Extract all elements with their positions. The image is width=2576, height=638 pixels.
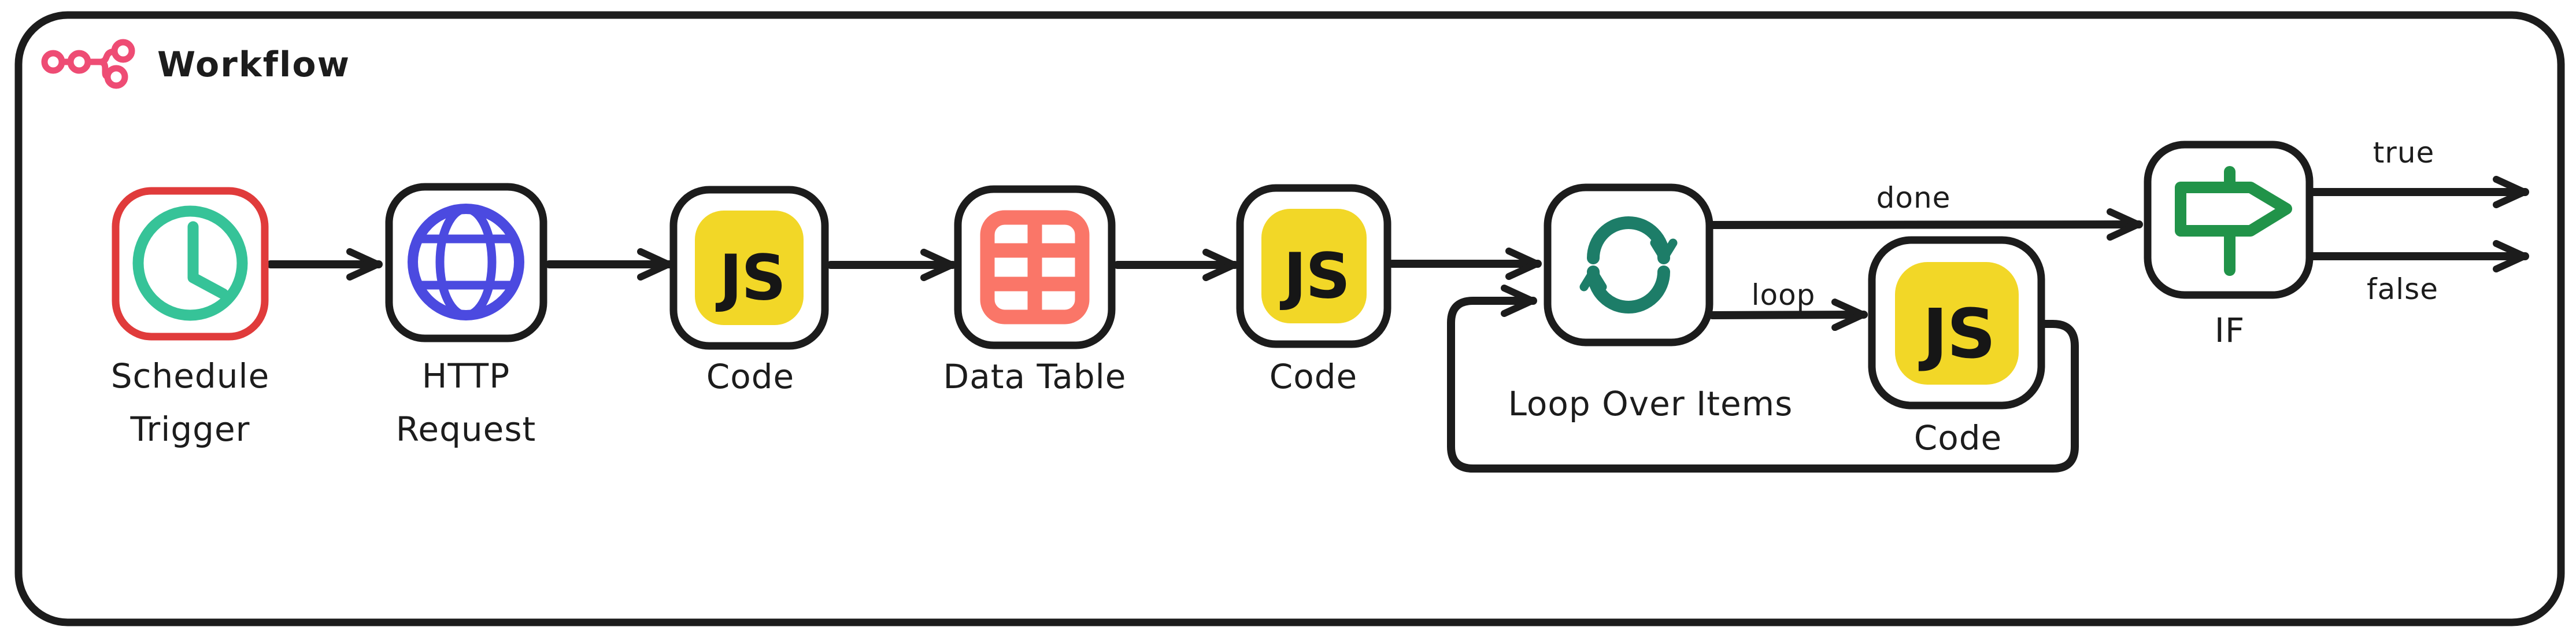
frame-border — [14, 11, 2565, 626]
http-label-line2: Request — [396, 410, 536, 449]
code3-label: Code — [1914, 418, 2002, 458]
http-label-line1: HTTP — [422, 356, 510, 396]
edge-label-loop: loop — [1752, 278, 1816, 312]
if-label: IF — [2215, 311, 2245, 350]
edge-label-true: true — [2373, 136, 2435, 169]
code1-label: Code — [706, 357, 794, 396]
loop-label: Loop Over Items — [1508, 384, 1793, 423]
workflow-title: Workflow — [157, 45, 350, 85]
schedule-label-line2: Trigger — [129, 410, 250, 449]
node-code-1: JS Code — [669, 186, 829, 396]
clock-icon — [132, 205, 248, 321]
js-badge-text: JS — [715, 242, 785, 315]
n8n-logo-icon — [41, 39, 135, 89]
node-code-3: JS Code — [1868, 236, 2045, 458]
edge-label-false: false — [2367, 272, 2438, 306]
edge-code3-loopback — [1447, 285, 2079, 473]
table-icon — [980, 210, 1090, 324]
js-icon: JS — [1895, 262, 2019, 385]
node-code-2: JS Code — [1236, 184, 1391, 396]
node-if: IF — [2144, 141, 2314, 350]
schedule-label-line1: Schedule — [111, 356, 270, 396]
globe-icon — [408, 204, 524, 320]
js-badge-text: JS — [1279, 241, 1349, 313]
signpost-icon — [2175, 166, 2292, 276]
edge-label-done: done — [1877, 181, 1951, 215]
code2-label: Code — [1270, 357, 1357, 396]
loop-node-box — [1544, 183, 1713, 346]
node-http-request: HTTP Request — [385, 183, 547, 449]
node-loop-over-items: Loop Over Items — [1508, 183, 1793, 423]
js-badge-text: JS — [1919, 294, 1995, 374]
edge-loop-done-to-if — [1708, 208, 2143, 241]
js-icon: JS — [1261, 209, 1367, 323]
node-schedule-trigger: Schedule Trigger — [111, 187, 270, 449]
datatable-label: Data Table — [943, 357, 1127, 396]
sync-loop-icon — [1579, 216, 1678, 314]
node-data-table: Data Table — [943, 185, 1127, 396]
js-icon: JS — [695, 211, 804, 325]
